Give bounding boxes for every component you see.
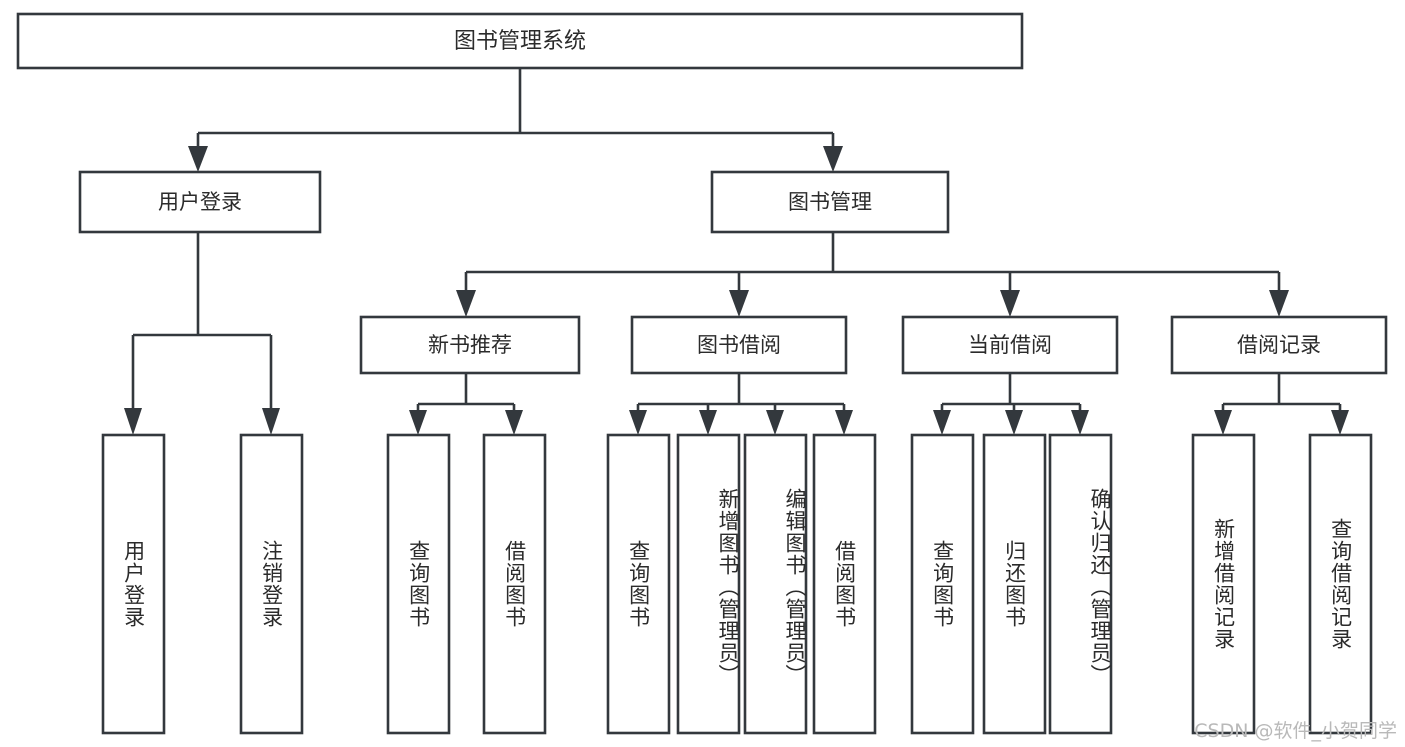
- leaf-box-cu-confirm-return[interactable]: [1048, 433, 1113, 735]
- leaf-box-logout[interactable]: [239, 433, 304, 735]
- node-label-borrow-record: 借阅记录: [1237, 333, 1321, 357]
- arrowhead-user-login: [188, 146, 208, 172]
- node-box-borrow-record[interactable]: [1170, 315, 1388, 375]
- node-box-new-book-recommend[interactable]: [359, 315, 581, 375]
- arrowhead-nb-borrow-book: [505, 410, 523, 435]
- arrowhead-re-query-record: [1331, 410, 1349, 435]
- arrowhead-record: [1269, 290, 1289, 317]
- leaf-box-cu-query-book[interactable]: [910, 433, 975, 735]
- leaf-box-bo-query-book[interactable]: [606, 433, 671, 735]
- leaf-box-re-add-record[interactable]: [1191, 433, 1256, 735]
- arrowhead-cu-query-book: [933, 410, 951, 435]
- arrowhead-leaf-logout: [262, 408, 280, 435]
- node-box-book-borrow[interactable]: [630, 315, 848, 375]
- node-label-book-borrow: 图书借阅: [697, 333, 781, 357]
- node-label-book-management: 图书管理: [788, 190, 872, 214]
- arrowhead-nb-query-book: [409, 410, 427, 435]
- node-box-current-borrow[interactable]: [901, 315, 1119, 375]
- arrowhead-current: [1000, 290, 1020, 317]
- node-label-current-borrow: 当前借阅: [968, 333, 1052, 357]
- connector-group-new-book: [409, 373, 523, 435]
- node-box-user-login[interactable]: [78, 170, 322, 234]
- leaf-box-nb-borrow-book[interactable]: [482, 433, 547, 735]
- connector-group-current: [933, 373, 1089, 435]
- leaf-box-bo-edit-book[interactable]: [743, 433, 808, 735]
- arrowhead-leaf-user-login: [124, 408, 142, 435]
- leaf-box-bo-borrow-book[interactable]: [812, 433, 877, 735]
- arrowhead-cu-return-book: [1005, 410, 1023, 435]
- leaf-box-user-login[interactable]: [101, 433, 166, 735]
- connector-group-borrow: [629, 373, 853, 435]
- leaf-box-bo-add-book[interactable]: [676, 433, 741, 735]
- leaf-box-re-query-record[interactable]: [1308, 433, 1373, 735]
- connector-group-user-login: [124, 232, 280, 435]
- node-label-new-book-recommend: 新书推荐: [428, 333, 512, 357]
- arrowhead-bo-borrow-book: [835, 410, 853, 435]
- arrowhead-bo-edit-book: [766, 410, 784, 435]
- csdn-watermark: CSDN @软件_小贺同学: [1194, 720, 1397, 742]
- node-label-user-login: 用户登录: [158, 190, 242, 214]
- arrowhead-bo-add-book: [699, 410, 717, 435]
- connector-group-record: [1214, 373, 1349, 435]
- node-label-root: 图书管理系统: [454, 29, 586, 54]
- arrowhead-cu-confirm-return: [1071, 410, 1089, 435]
- arrowhead-borrow: [729, 290, 749, 317]
- node-box-book-management[interactable]: [710, 170, 950, 234]
- connector-group-root: [188, 68, 843, 172]
- arrowhead-new-book: [456, 290, 476, 317]
- arrowhead-book-mgmt: [823, 146, 843, 172]
- arrowhead-bo-query-book: [629, 410, 647, 435]
- leaf-box-cu-return-book[interactable]: [982, 433, 1047, 735]
- leaf-box-nb-query-book[interactable]: [386, 433, 451, 735]
- arrowhead-re-add-record: [1214, 410, 1232, 435]
- node-box-root[interactable]: [16, 12, 1024, 70]
- connector-group-book-mgmt: [456, 232, 1289, 317]
